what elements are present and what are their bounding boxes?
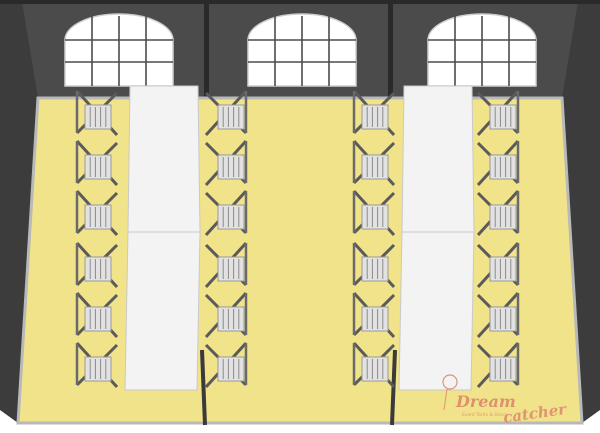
table bbox=[124, 231, 201, 391]
chair-seat bbox=[489, 256, 517, 282]
chair-seat bbox=[361, 356, 389, 382]
chair bbox=[75, 139, 119, 187]
chair bbox=[204, 291, 248, 339]
chair-seat bbox=[361, 154, 389, 180]
table bbox=[401, 85, 475, 233]
chair-seat bbox=[489, 154, 517, 180]
chair-seat bbox=[489, 356, 517, 382]
table bbox=[398, 231, 475, 391]
chair bbox=[352, 341, 396, 389]
chair-seat bbox=[361, 256, 389, 282]
window bbox=[64, 13, 174, 87]
chair-seat bbox=[361, 306, 389, 332]
chair-seat bbox=[217, 256, 245, 282]
logo-tagline: Event Tents & Decor bbox=[462, 412, 508, 418]
chair-seat bbox=[84, 356, 112, 382]
chair bbox=[476, 241, 520, 289]
chair bbox=[476, 341, 520, 389]
chair-seat bbox=[84, 204, 112, 230]
right-wall bbox=[562, 0, 600, 423]
chair-seat bbox=[361, 204, 389, 230]
roof-beam-2 bbox=[388, 0, 393, 98]
chair bbox=[204, 89, 248, 137]
chair bbox=[352, 241, 396, 289]
chair-seat bbox=[84, 104, 112, 130]
chair bbox=[476, 189, 520, 237]
chair bbox=[352, 89, 396, 137]
table bbox=[127, 85, 201, 233]
front-pole-right bbox=[390, 349, 397, 426]
chair bbox=[75, 341, 119, 389]
logo-feather-icon bbox=[443, 388, 448, 411]
chair-seat bbox=[217, 356, 245, 382]
chairs-group bbox=[75, 89, 520, 389]
chair bbox=[204, 341, 248, 389]
chair-seat bbox=[489, 306, 517, 332]
chair-seat bbox=[217, 204, 245, 230]
tables-group bbox=[124, 85, 475, 391]
chair bbox=[204, 241, 248, 289]
chair bbox=[204, 139, 248, 187]
windows-group bbox=[64, 13, 537, 87]
chair-seat bbox=[217, 306, 245, 332]
chair-seat bbox=[489, 204, 517, 230]
chair-seat bbox=[84, 256, 112, 282]
chair bbox=[204, 189, 248, 237]
chair-seat bbox=[361, 104, 389, 130]
logo-word-dream: Dream bbox=[455, 392, 516, 411]
chair bbox=[476, 89, 520, 137]
roof-beam-1 bbox=[204, 0, 209, 98]
chair bbox=[476, 139, 520, 187]
chair bbox=[352, 291, 396, 339]
roof-beam-top bbox=[0, 0, 600, 4]
chair bbox=[75, 291, 119, 339]
chair bbox=[476, 291, 520, 339]
left-wall bbox=[0, 0, 38, 423]
chair bbox=[75, 189, 119, 237]
chair-seat bbox=[217, 104, 245, 130]
chair bbox=[75, 89, 119, 137]
chair-seat bbox=[84, 306, 112, 332]
chair-seat bbox=[84, 154, 112, 180]
logo-dreamcatcher-icon bbox=[442, 374, 458, 390]
front-pole-left bbox=[200, 349, 207, 426]
chair-seat bbox=[217, 154, 245, 180]
window bbox=[427, 13, 537, 87]
chair bbox=[352, 189, 396, 237]
chair-seat bbox=[489, 104, 517, 130]
chair bbox=[75, 241, 119, 289]
window bbox=[247, 13, 357, 87]
chair bbox=[352, 139, 396, 187]
